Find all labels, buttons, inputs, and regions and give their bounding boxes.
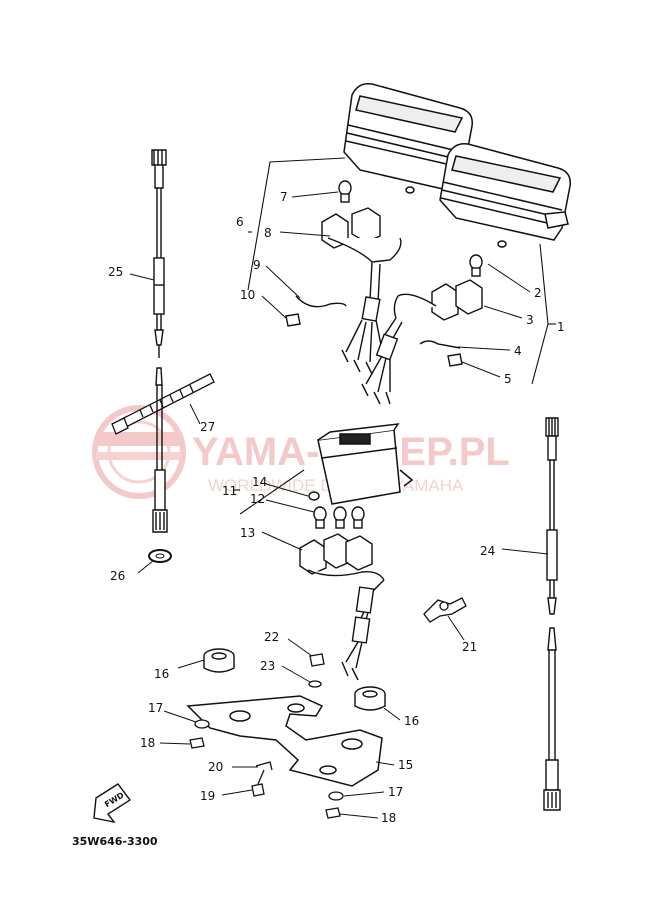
clip-9 — [295, 295, 347, 308]
bolt-19 — [251, 769, 265, 797]
bulbs-12 — [313, 506, 365, 529]
callout-11: 11 — [222, 484, 237, 498]
screw-5 — [447, 353, 463, 367]
callout-9: 9 — [253, 258, 261, 272]
callout-27: 27 — [200, 420, 215, 434]
clamp-21 — [423, 597, 467, 623]
bulb-2 — [469, 254, 483, 277]
screw-14 — [308, 491, 320, 501]
grommet-16-right — [354, 686, 386, 711]
socket-assembly-left — [321, 207, 402, 375]
callout-12: 12 — [250, 492, 265, 506]
callout-24: 24 — [480, 544, 495, 558]
callout-5: 5 — [504, 372, 512, 386]
callout-14: 14 — [252, 475, 267, 489]
callout-8: 8 — [264, 226, 272, 240]
callout-21: 21 — [462, 640, 477, 654]
callout-18-right: 18 — [381, 811, 396, 825]
grommet-16-left — [203, 648, 235, 673]
callout-22: 22 — [264, 630, 279, 644]
socket-assembly-center — [299, 533, 385, 681]
callout-1: 1 — [557, 320, 565, 334]
washer — [148, 549, 172, 563]
callout-19: 19 — [200, 789, 215, 803]
meter-bracket — [186, 695, 383, 787]
callout-18-left: 18 — [140, 736, 155, 750]
clip-20 — [255, 761, 273, 771]
callout-13: 13 — [240, 526, 255, 540]
screw-10 — [285, 313, 301, 327]
bulb-7 — [338, 180, 352, 203]
callouts: 1 2 3 4 5 6 7 8 9 10 11 12 13 14 15 16 1… — [108, 190, 565, 825]
callout-6: 6 — [236, 215, 244, 229]
socket-assembly-right — [361, 279, 483, 405]
nut-18 — [189, 737, 341, 819]
cable-right — [543, 417, 561, 811]
diagram-code: 35W646-3300 — [72, 835, 158, 848]
callout-16-right: 16 — [404, 714, 419, 728]
callout-4: 4 — [514, 344, 522, 358]
callout-23: 23 — [260, 659, 275, 673]
callout-3: 3 — [526, 313, 534, 327]
callout-2: 2 — [534, 286, 542, 300]
callout-15: 15 — [398, 758, 413, 772]
cable-upper-left — [151, 149, 167, 358]
group-brackets — [234, 157, 556, 515]
leader-lines — [129, 191, 549, 819]
meter-housing-center — [317, 423, 414, 505]
watermark-logo — [92, 405, 186, 499]
callout-10: 10 — [240, 288, 255, 302]
clip-4 — [419, 340, 461, 349]
callout-17-left: 17 — [148, 701, 163, 715]
callout-17-right: 17 — [388, 785, 403, 799]
callout-26: 26 — [110, 569, 125, 583]
washer-23 — [308, 680, 322, 688]
callout-25: 25 — [108, 265, 123, 279]
cable-lower-left — [152, 367, 168, 533]
fwd-arrow-icon: FWD — [93, 783, 132, 824]
callout-20: 20 — [208, 760, 223, 774]
callout-16-left: 16 — [154, 667, 169, 681]
meter-housing-right — [439, 142, 571, 248]
screw-22 — [309, 653, 325, 667]
collar-17 — [194, 719, 344, 801]
cable-tie — [111, 373, 215, 435]
callout-7: 7 — [280, 190, 288, 204]
